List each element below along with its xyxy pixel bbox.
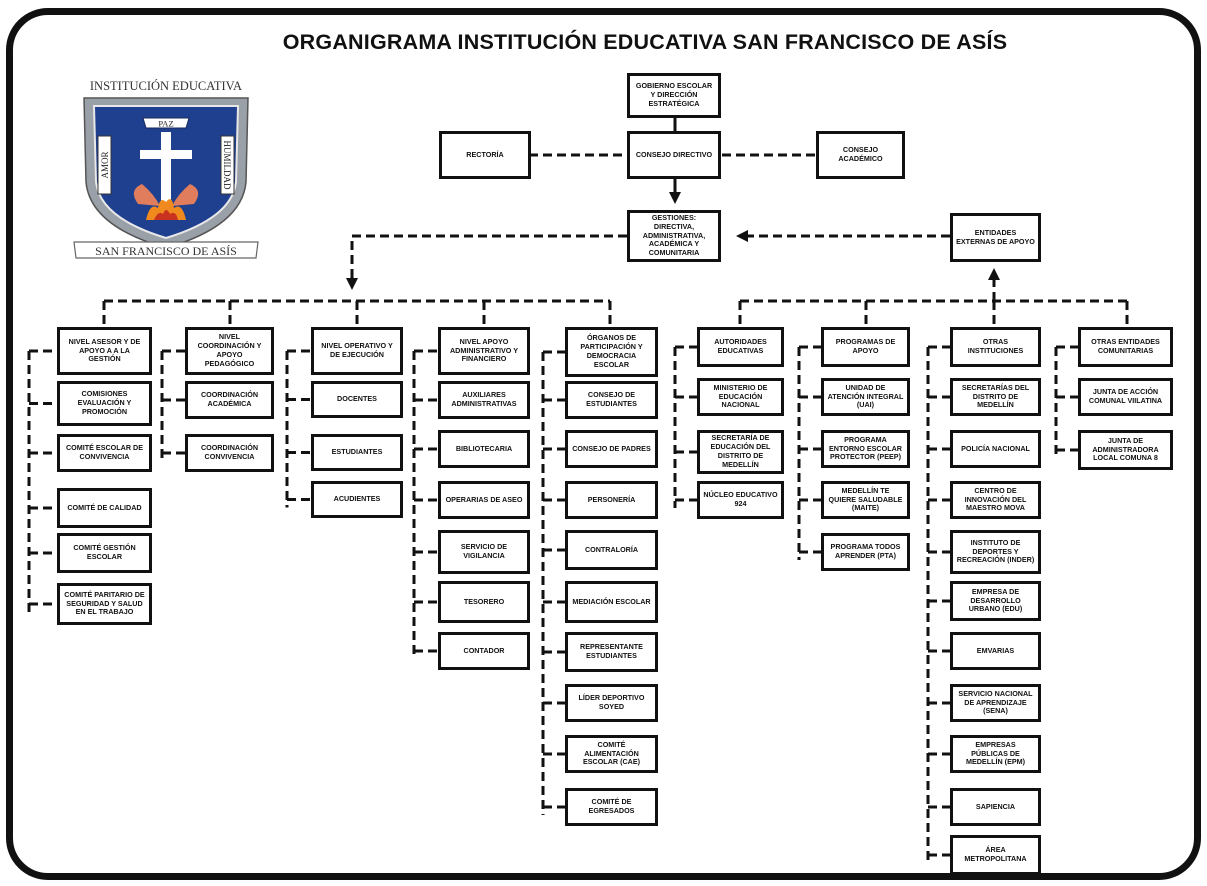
org-box-empresas-publicas-de-medellin-epm: EMPRESAS PÚBLICAS DE MEDELLÍN (EPM)	[950, 735, 1041, 773]
org-box-policia-nacional: POLICÍA NACIONAL	[950, 430, 1041, 468]
org-box-consejo-de-padres: CONSEJO DE PADRES	[565, 430, 658, 468]
org-box-tesorero: TESORERO	[438, 581, 530, 623]
org-box-secretarias-del-distrito-de-medellin: SECRETARÍAS DEL DISTRITO DE MEDELLÍN	[950, 378, 1041, 416]
gobierno-escolar-box: GOBIERNO ESCOLAR Y DIRECCIÓN ESTRATÉGICA	[627, 73, 721, 118]
org-box-personeria: PERSONERÍA	[565, 481, 658, 519]
column-header-organos-de-participacion-y-democracia-es: ÓRGANOS DE PARTICIPACIÓN Y DEMOCRACIA ES…	[565, 327, 658, 377]
org-box-mediacion-escolar: MEDIACIÓN ESCOLAR	[565, 581, 658, 623]
org-box-instituto-de-deportes-y-recreacion-inder: INSTITUTO DE DEPORTES Y RECREACIÓN (INDE…	[950, 530, 1041, 574]
org-box-lider-deportivo-soyed: LÍDER DEPORTIVO SOYED	[565, 684, 658, 722]
column-header-nivel-apoyo-administrativo-y-financiero: NIVEL APOYO ADMINISTRATIVO Y FINANCIERO	[438, 327, 530, 375]
org-box-coordinacion-convivencia: COORDINACIÓN CONVIVENCIA	[185, 434, 274, 472]
crest-left-text: AMOR	[100, 151, 110, 178]
org-box-operarias-de-aseo: OPERARIAS DE ASEO	[438, 481, 530, 519]
column-header-otras-instituciones: OTRAS INSTITUCIONES	[950, 327, 1041, 367]
entidades-externas-box: ENTIDADES EXTERNAS DE APOYO	[950, 213, 1041, 262]
org-box-unidad-de-atencion-integral-uai: UNIDAD DE ATENCIÓN INTEGRAL (UAI)	[821, 378, 910, 416]
org-box-comite-paritario-de-seguridad-y-salud-en: COMITÉ PARITARIO DE SEGURIDAD Y SALUD EN…	[57, 583, 152, 625]
crest-right-text: HUMILDAD	[222, 141, 232, 190]
crest-bottom-text: SAN FRANCISCO DE ASÍS	[95, 244, 237, 258]
org-box-nucleo-educativo-924: NÚCLEO EDUCATIVO 924	[697, 481, 784, 519]
org-box-acudientes: ACUDIENTES	[311, 481, 403, 518]
org-box-bibliotecaria: BIBLIOTECARIA	[438, 430, 530, 468]
org-box-auxiliares-administrativas: AUXILIARES ADMINISTRATIVAS	[438, 381, 530, 419]
crest-top-text: INSTITUCIÓN EDUCATIVA	[90, 79, 242, 93]
org-box-representante-estudiantes: REPRESENTANTE ESTUDIANTES	[565, 632, 658, 672]
org-box-contador: CONTADOR	[438, 632, 530, 670]
org-box-medellin-te-quiere-saludable-maite: MEDELLÍN TE QUIERE SALUDABLE (MAITE)	[821, 481, 910, 519]
org-box-junta-de-administradora-local-comuna-8: JUNTA DE ADMINISTRADORA LOCAL COMUNA 8	[1078, 430, 1173, 470]
org-box-coordinacion-academica: COORDINACIÓN ACADÉMICA	[185, 381, 274, 419]
school-crest-logo: INSTITUCIÓN EDUCATIVA PAZ AMOR HUMILDAD …	[73, 79, 259, 259]
org-box-comite-escolar-de-convivencia: COMITÉ ESCOLAR DE CONVIVENCIA	[57, 434, 152, 472]
org-box-area-metropolitana: ÁREA METROPOLITANA	[950, 835, 1041, 875]
column-header-nivel-operativo-y-de-ejecucion: NIVEL OPERATIVO Y DE EJECUCIÓN	[311, 327, 403, 375]
org-box-comite-de-egresados: COMITÉ DE EGRESADOS	[565, 788, 658, 826]
gestiones-box: GESTIONES: DIRECTIVA, ADMINISTRATIVA, AC…	[627, 210, 721, 262]
org-box-emvarias: EMVARIAS	[950, 632, 1041, 670]
org-box-sapiencia: SAPIENCIA	[950, 788, 1041, 826]
org-box-ministerio-de-educacion-nacional: MINISTERIO DE EDUCACIÓN NACIONAL	[697, 378, 784, 416]
org-box-programa-entorno-escolar-protector-peep: PROGRAMA ENTORNO ESCOLAR PROTECTOR (PEEP…	[821, 430, 910, 468]
consejo-academico-box: CONSEJO ACADÉMICO	[816, 131, 905, 179]
column-header-programas-de-apoyo: PROGRAMAS DE APOYO	[821, 327, 910, 367]
org-box-contraloria: CONTRALORÍA	[565, 530, 658, 570]
page-title: ORGANIGRAMA INSTITUCIÓN EDUCATIVA SAN FR…	[282, 30, 1008, 54]
org-box-docentes: DOCENTES	[311, 381, 403, 418]
crest-banner-text: PAZ	[158, 119, 173, 129]
org-box-consejo-de-estudiantes: CONSEJO DE ESTUDIANTES	[565, 381, 658, 419]
column-header-otras-entidades-comunitarias: OTRAS ENTIDADES COMUNITARIAS	[1078, 327, 1173, 367]
org-box-comite-de-calidad: COMITÉ DE CALIDAD	[57, 488, 152, 528]
org-box-secretaria-de-educacion-del-distrito-de-: SECRETARÍA DE EDUCACIÓN DEL DISTRITO DE …	[697, 430, 784, 474]
consejo-directivo-box: CONSEJO DIRECTIVO	[627, 131, 721, 179]
org-box-estudiantes: ESTUDIANTES	[311, 434, 403, 471]
column-header-autoridades-educativas: AUTORIDADES EDUCATIVAS	[697, 327, 784, 367]
org-box-junta-de-accion-comunal-viilatina: JUNTA DE ACCIÓN COMUNAL VIILATINA	[1078, 378, 1173, 416]
org-box-centro-de-innovacion-del-maestro-mova: CENTRO DE INNOVACIÓN DEL MAESTRO MOVA	[950, 481, 1041, 519]
org-box-empresa-de-desarrollo-urbano-edu: EMPRESA DE DESARROLLO URBANO (EDU)	[950, 581, 1041, 621]
column-header-nivel-coordinacion-y-apoyo-pedagogico: NIVEL COORDINACIÓN Y APOYO PEDAGÓGICO	[185, 327, 274, 375]
org-box-programa-todos-aprender-pta: PROGRAMA TODOS APRENDER (PTA)	[821, 533, 910, 571]
org-box-servicio-nacional-de-aprendizaje-sena: SERVICIO NACIONAL DE APRENDIZAJE (SENA)	[950, 684, 1041, 722]
link-gestiones-left	[346, 234, 627, 290]
org-box-comite-alimentacion-escolar-cae: COMITÉ ALIMENTACIÓN ESCOLAR (CAE)	[565, 735, 658, 773]
column-header-nivel-asesor-y-de-apoyo-a-a-la-gestion: NIVEL ASESOR Y DE APOYO A A LA GESTIÓN	[57, 327, 152, 375]
rectoria-box: RECTORÍA	[439, 131, 531, 179]
org-box-comite-gestion-escolar: COMITÉ GESTIÓN ESCOLAR	[57, 533, 152, 573]
org-box-comisiones-evaluacion-y-promocion: COMISIONES EVALUACIÓN Y PROMOCIÓN	[57, 381, 152, 426]
org-box-servicio-de-vigilancia: SERVICIO DE VIGILANCIA	[438, 530, 530, 574]
